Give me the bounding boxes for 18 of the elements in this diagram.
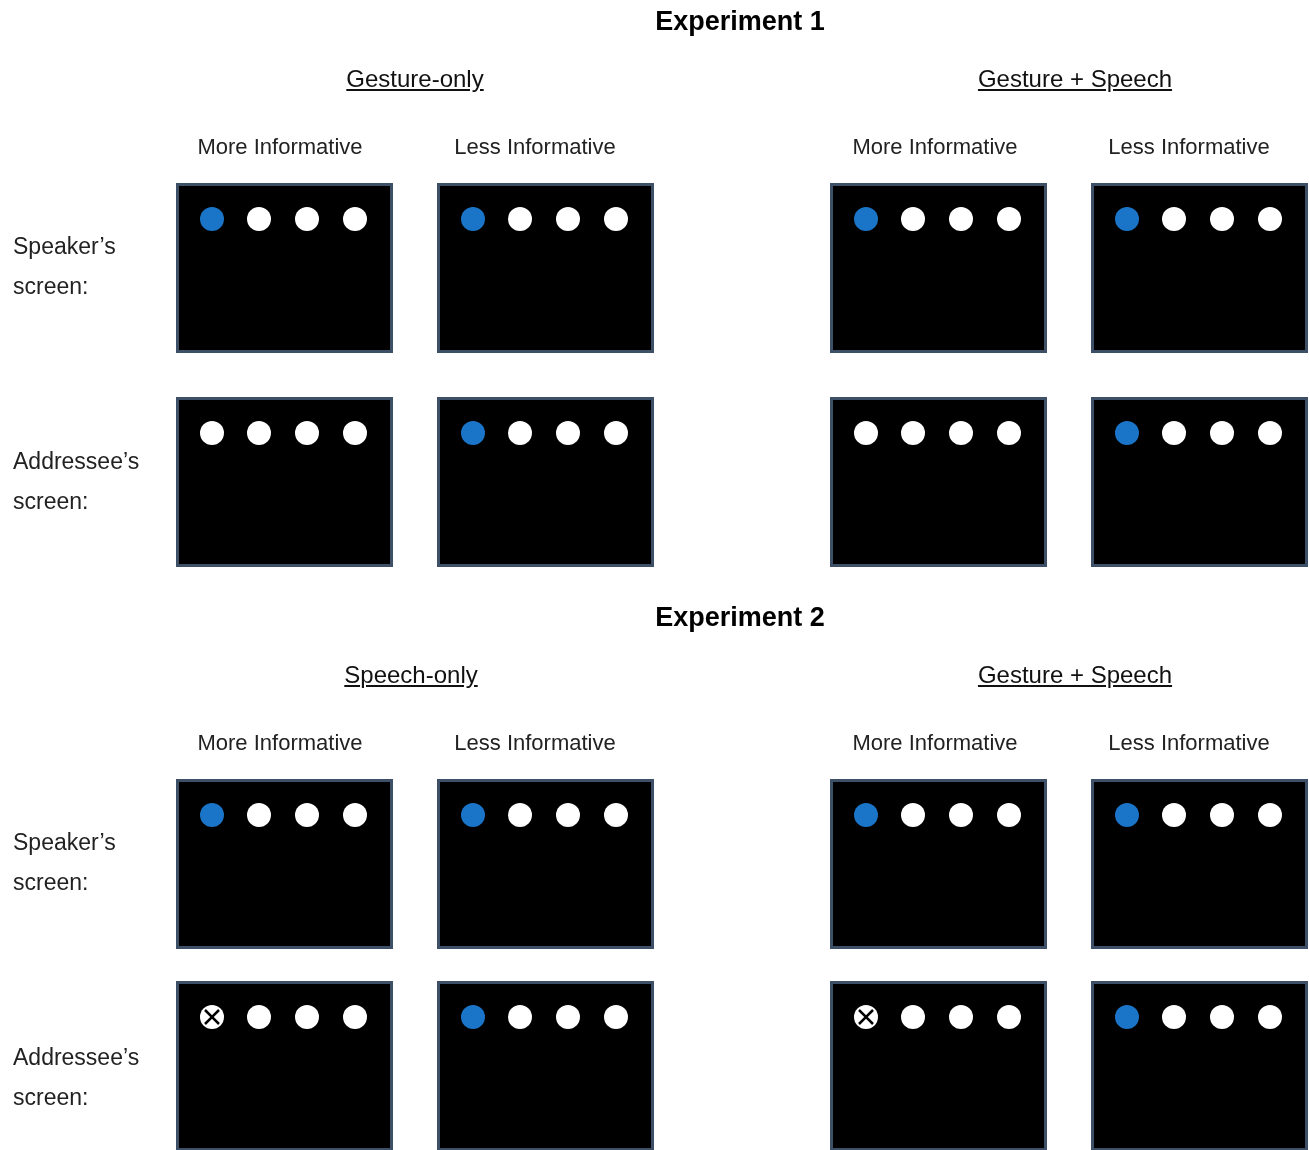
row-heading: Addressee’s screen: bbox=[13, 1043, 141, 1112]
row-heading: Speaker’s screen: bbox=[13, 232, 117, 301]
column-heading: Less Informative bbox=[454, 136, 616, 158]
column-heading: More Informative bbox=[197, 136, 363, 158]
row-heading: Addressee’s screen: bbox=[13, 447, 141, 516]
row-heading: Speaker’s screen: bbox=[13, 828, 117, 897]
column-heading: More Informative bbox=[852, 732, 1018, 754]
column-heading: Less Informative bbox=[454, 732, 616, 754]
condition-heading: Gesture-only bbox=[346, 67, 484, 91]
column-heading: Less Informative bbox=[1108, 732, 1270, 754]
condition-heading: Gesture + Speech bbox=[977, 663, 1173, 687]
column-heading: Less Informative bbox=[1108, 136, 1270, 158]
section-heading: Experiment 1 bbox=[655, 8, 825, 35]
column-heading: More Informative bbox=[852, 136, 1018, 158]
condition-heading: Speech-only bbox=[344, 663, 478, 687]
section-heading: Experiment 2 bbox=[655, 604, 825, 631]
column-heading: More Informative bbox=[197, 732, 363, 754]
condition-heading: Gesture + Speech bbox=[977, 67, 1173, 91]
